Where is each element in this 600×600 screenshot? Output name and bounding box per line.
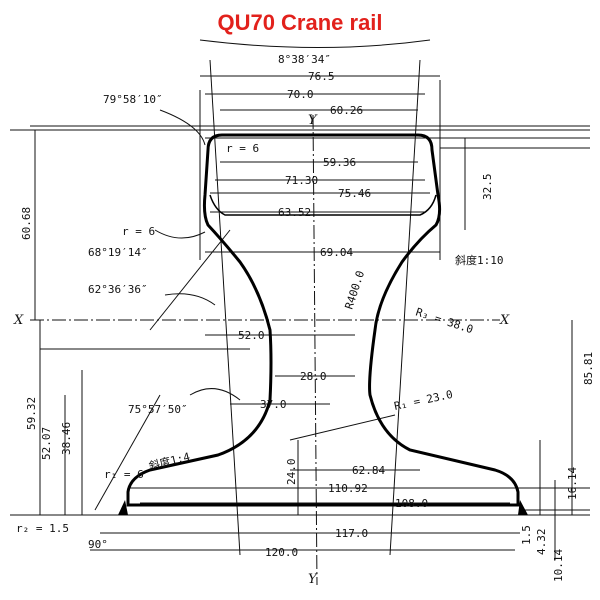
angle-arc-web bbox=[164, 293, 216, 306]
width-label-37: 37.0 bbox=[260, 398, 287, 411]
width-label-69-04: 69.04 bbox=[320, 246, 353, 259]
width-label-70: 70.0 bbox=[287, 88, 314, 101]
radius-label-r400: R400.0 bbox=[342, 269, 367, 311]
width-label-75-46: 75.46 bbox=[338, 187, 371, 200]
width-label-62-84: 62.84 bbox=[352, 464, 385, 477]
foot-corner-left bbox=[118, 500, 128, 515]
x-axis-label-left: X bbox=[13, 313, 24, 328]
angle-label-foot-upper: 75°57′50″ bbox=[128, 403, 188, 416]
height-label-52-07: 52.07 bbox=[40, 427, 53, 460]
height-label-24: 24.0 bbox=[285, 459, 298, 486]
rail-profile-outline bbox=[126, 133, 520, 507]
height-label-85-81: 85.81 bbox=[582, 352, 595, 385]
radius-label-head-top: r = 6 bbox=[226, 142, 259, 155]
height-label-16-14: 16.14 bbox=[566, 467, 579, 500]
angle-label-web-upper: 62°36′36″ bbox=[88, 283, 148, 296]
width-label-52: 52.0 bbox=[238, 329, 265, 342]
diagram-title: QU70 Crane rail bbox=[217, 10, 383, 35]
height-label-1-5: 1.5 bbox=[520, 525, 533, 545]
foot-angle-line bbox=[94, 394, 161, 511]
web-angle-line bbox=[149, 229, 231, 331]
angle-label-head-lower: 68°19′14″ bbox=[88, 246, 148, 259]
angle-label-base: 90° bbox=[88, 538, 108, 551]
width-label-28: 28.0 bbox=[300, 370, 327, 383]
width-label-117: 117.0 bbox=[335, 527, 368, 540]
radius-label-head-side: r = 6 bbox=[122, 225, 155, 238]
construction-line-right bbox=[389, 59, 421, 556]
angle-arc-head bbox=[159, 109, 206, 146]
radius-label-foot: r₁ = 6 bbox=[104, 468, 144, 481]
width-label-71-30: 71.30 bbox=[285, 174, 318, 187]
width-label-108: 108.0 bbox=[395, 497, 428, 510]
height-label-59-32: 59.32 bbox=[25, 397, 38, 430]
slope-label-head: 斜度1:10 bbox=[455, 253, 504, 267]
foot-corner-right bbox=[518, 500, 528, 515]
height-label-10-14: 10.14 bbox=[552, 549, 565, 582]
width-label-59-36: 59.36 bbox=[323, 156, 356, 169]
width-label-63-52: 63.52 bbox=[278, 206, 311, 219]
radius-label-r2: r₂ = 1.5 bbox=[16, 522, 69, 535]
height-label-32-5: 32.5 bbox=[481, 174, 494, 201]
height-label-4-32: 4.32 bbox=[535, 529, 548, 556]
height-label-38-46: 38.46 bbox=[60, 422, 73, 455]
y-axis-label-top: Y bbox=[308, 113, 318, 128]
head-underside-line bbox=[209, 194, 437, 216]
angle-label-head-left: 79°58′10″ bbox=[103, 93, 163, 106]
radius-label-r1: R₁ = 23.0 bbox=[393, 388, 454, 413]
width-label-60-26: 60.26 bbox=[330, 104, 363, 117]
radius-label-r3: R₃ = 38.0 bbox=[414, 305, 475, 336]
construction-line-left bbox=[209, 59, 241, 556]
width-label-76-5: 76.5 bbox=[308, 70, 335, 83]
angle-arc-foot bbox=[189, 388, 241, 401]
width-label-120: 120.0 bbox=[265, 546, 298, 559]
angle-arc-top bbox=[199, 39, 431, 48]
slope-label-foot: 斜度1:4 bbox=[147, 449, 191, 473]
y-axis-label-bottom: Y bbox=[308, 572, 318, 587]
height-label-60-68: 60.68 bbox=[20, 207, 33, 240]
angle-label-top: 8°38′34″ bbox=[278, 53, 331, 66]
width-label-110-92: 110.92 bbox=[328, 482, 368, 495]
angle-arc-head-lower bbox=[154, 229, 206, 239]
x-axis-label-right: X bbox=[499, 313, 510, 328]
